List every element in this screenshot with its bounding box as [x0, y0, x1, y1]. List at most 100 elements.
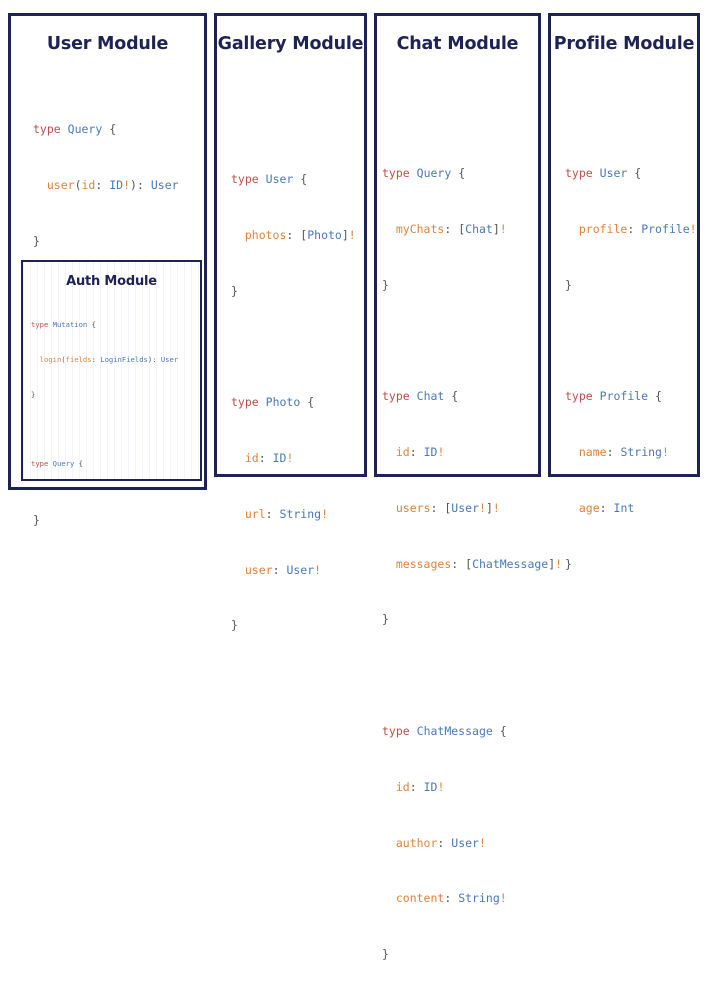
type-token: ID [272, 451, 287, 466]
brace-token: } [565, 277, 572, 292]
colon-token: : [409, 779, 417, 794]
type-token: String [620, 445, 662, 460]
brace-token: { [634, 166, 642, 181]
user-module-title: User Module [46, 34, 169, 54]
type-token: User [150, 177, 179, 192]
space [280, 563, 287, 577]
space [266, 451, 273, 465]
type-token: User [451, 835, 479, 850]
bang-token: ! [492, 500, 500, 515]
field-token: photos [244, 227, 287, 242]
bracket-token: ] [492, 221, 500, 236]
code-line: content: String! [382, 889, 562, 908]
indent [231, 563, 245, 577]
code-line: } [33, 232, 179, 251]
panel-auth-module[interactable]: Auth Module type Mutation { login(fields… [21, 260, 202, 481]
space [259, 395, 266, 409]
bang-token: ! [314, 562, 322, 577]
panel-gallery-module[interactable]: Gallery Module type User { photos: [Phot… [214, 13, 367, 632]
colon-token: : [606, 445, 614, 460]
code-line: type Photo { [231, 393, 356, 412]
brace-token: { [78, 459, 83, 469]
space [61, 122, 68, 136]
colon-token: : [286, 227, 294, 242]
panel-chat-module[interactable]: Chat Module type Query { myChats: [Chat]… [374, 13, 562, 961]
type-token: ChatMessage [472, 556, 549, 571]
code-blank-line [31, 424, 178, 436]
colon-token: : [451, 556, 459, 571]
code-line: id: ID! [382, 778, 562, 797]
space [593, 389, 600, 403]
type-token: Photo [307, 227, 342, 242]
type-token: Profile [641, 221, 690, 236]
brace-token: { [300, 172, 308, 187]
field-token: name [578, 445, 607, 460]
keyword-token: type [565, 389, 593, 404]
indent [382, 501, 396, 515]
indent [382, 222, 396, 236]
brace-token: } [33, 233, 40, 248]
field-token: age [578, 500, 600, 515]
space [417, 780, 424, 794]
colon-token: : [95, 177, 103, 192]
brace-token: { [655, 389, 662, 404]
type-token: Chat [465, 221, 493, 236]
type-token: User [265, 172, 294, 187]
space [451, 891, 458, 905]
colon-token: : [258, 451, 266, 466]
field-token: id [395, 445, 410, 460]
auth-module-title: Auth Module [66, 274, 157, 289]
colon-token: : [599, 500, 607, 515]
type-token: ID [109, 177, 124, 192]
code-line: author: User! [382, 834, 562, 853]
colon-token: : [265, 506, 273, 521]
bracket-token: ] [548, 556, 556, 571]
bracket-token: [ [458, 221, 466, 236]
paren-token: ) [147, 354, 153, 364]
type-token: Chat [416, 389, 445, 404]
paren-token: ( [61, 354, 66, 364]
code-line: id: ID! [231, 449, 356, 468]
field-token: myChats [395, 221, 445, 236]
arg-token: id [81, 177, 96, 192]
keyword-token: type [382, 724, 410, 738]
panel-profile-module[interactable]: Profile Module type User { profile: Prof… [548, 13, 700, 571]
code-line: user(id: ID!): User [33, 176, 179, 195]
brace-token: } [231, 618, 238, 633]
code-line: login(fields: LoginFields): User [31, 354, 179, 366]
schema-board: User Module type Query { user(id: ID!): … [8, 13, 700, 961]
code-blank-line [231, 338, 356, 357]
colon-token: : [152, 354, 157, 364]
colon-token: : [437, 835, 445, 850]
keyword-token: type [31, 459, 49, 469]
code-line: type Query { [382, 164, 562, 183]
bang-token: ! [437, 779, 445, 794]
colon-token: : [627, 221, 635, 236]
code-line: } [382, 610, 562, 629]
field-token: messages [395, 556, 452, 571]
code-line: messages: [ChatMessage]! [382, 555, 562, 574]
keyword-token: type [565, 166, 593, 181]
colon-token: : [409, 445, 417, 460]
panel-user-module[interactable]: User Module type Query { user(id: ID!): … [8, 13, 207, 527]
field-token: id [244, 451, 259, 466]
brace-token: { [499, 724, 507, 738]
bracket-token: [ [444, 500, 452, 515]
bracket-token: ] [485, 500, 493, 515]
profile-module-title: Profile Module [553, 34, 695, 54]
code-line: } [565, 555, 697, 574]
field-token: user [46, 177, 75, 192]
field-token: content [395, 891, 445, 906]
keyword-token: type [382, 166, 410, 181]
bang-token: ! [348, 227, 356, 242]
space [410, 724, 417, 738]
type-token: Int [613, 500, 635, 515]
brace-token: { [451, 389, 459, 404]
code-blank-line [382, 666, 562, 685]
bang-token: ! [661, 445, 669, 460]
type-token: Query [52, 459, 75, 469]
bang-token: ! [286, 451, 294, 466]
space [259, 172, 266, 186]
auth-module-code: type Mutation { login(fields: LoginField… [31, 296, 179, 479]
bang-token: ! [321, 506, 328, 521]
